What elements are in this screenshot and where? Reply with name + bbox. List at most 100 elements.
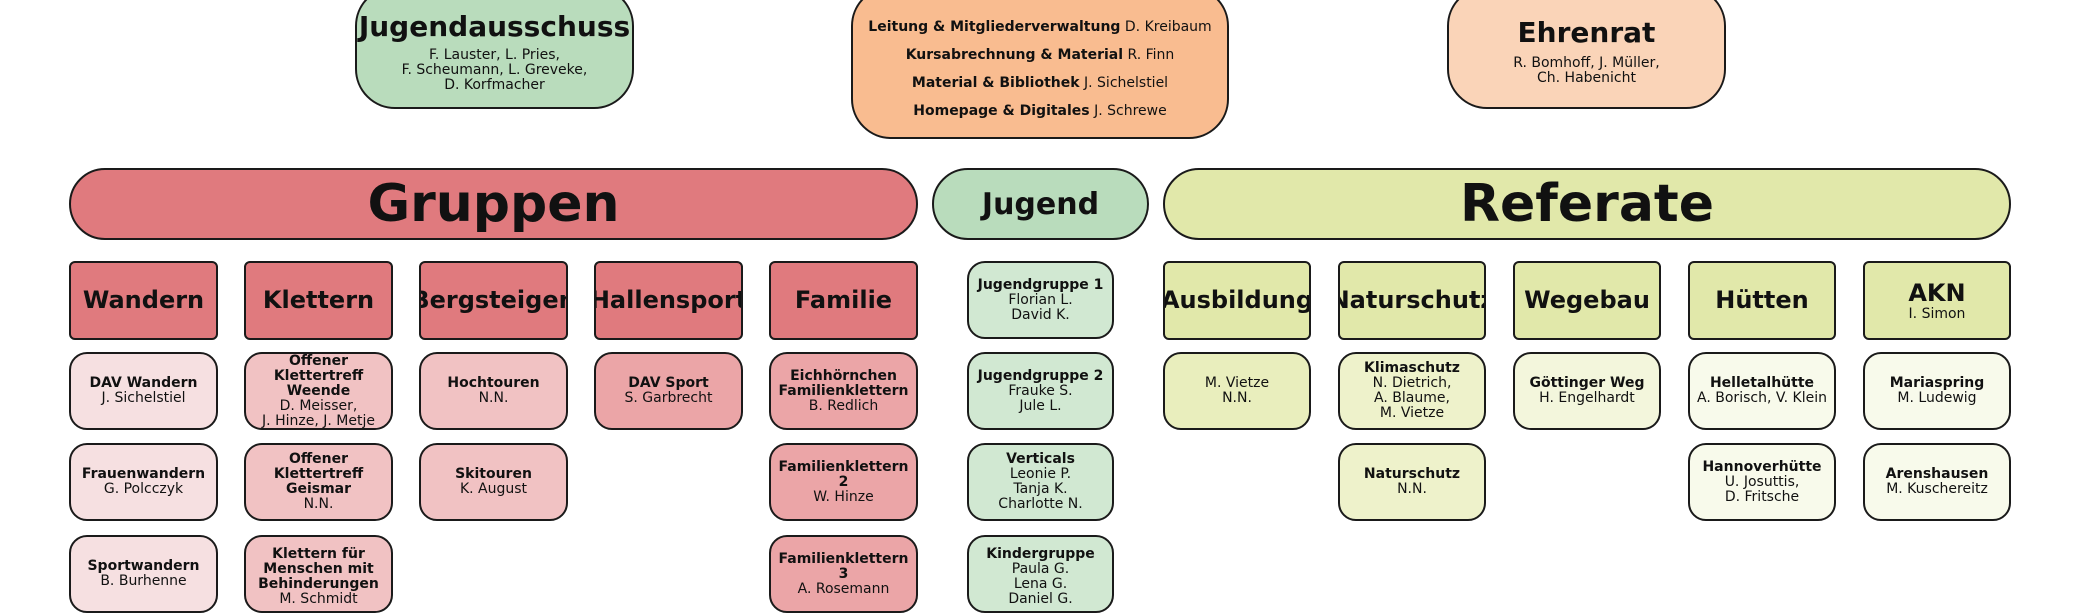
category-title: Klettern: [262, 286, 375, 314]
group-card: DAV Sport S. Garbrecht: [594, 352, 743, 430]
referat-card-line: N.N.: [1222, 390, 1252, 406]
leitung-row-person: D. Kreibaum: [1124, 18, 1212, 35]
category-tile-huetten: Hütten: [1688, 261, 1836, 340]
group-card: Klettern für Menschen mit Behinderungen …: [244, 535, 393, 613]
referat-card-title: Hannoverhütte: [1702, 458, 1822, 475]
referate-banner-title: Referate: [1459, 174, 1715, 234]
group-card-title: Klettern für Menschen mit Behinderungen: [258, 546, 379, 592]
category-tile-familie: Familie: [769, 261, 918, 340]
jugendausschuss-line: D. Korfmacher: [444, 77, 545, 93]
leitung-row: Leitung & Mitgliederverwaltung D. Kreiba…: [868, 19, 1211, 35]
group-card: Familienklettern 2 W. Hinze: [769, 443, 918, 521]
jugend-card-line: Lena G.: [1013, 576, 1068, 592]
leitung-row-label: Kursabrechnung & Material: [905, 46, 1124, 63]
group-card: Familienklettern 3 A. Rosemann: [769, 535, 918, 613]
referat-card-title: Mariaspring: [1889, 375, 1985, 391]
referat-card-line: H. Engelhardt: [1539, 390, 1635, 406]
jugend-card-line: Paula G.: [1011, 561, 1070, 577]
gruppen-banner: Gruppen: [69, 168, 918, 240]
group-card: Skitouren K. August: [419, 443, 568, 521]
jugend-card-line: Frauke S.: [1008, 382, 1073, 399]
jugendausschuss-line: F. Lauster, L. Pries,: [429, 47, 560, 63]
group-card-title: Familienklettern 2: [778, 458, 909, 490]
jugend-card-title: Verticals: [1006, 451, 1075, 467]
group-card-line: D. Meisser,: [279, 397, 358, 414]
group-card-line: S. Garbrecht: [624, 390, 713, 406]
category-tile-bergsteigen: Bergsteigen: [419, 261, 568, 340]
group-card-title: Sportwandern: [87, 558, 200, 574]
leitung-row-person: J. Schrewe: [1094, 102, 1167, 119]
leitung-row: Material & Bibliothek J. Sichelstiel: [912, 75, 1168, 91]
ehrenrat-box: Ehrenrat R. Bomhoff, J. Müller, Ch. Habe…: [1447, 0, 1726, 109]
ehrenrat-line: Ch. Habenicht: [1537, 69, 1636, 86]
group-card-line: K. August: [459, 481, 528, 497]
referat-card: Helletalhütte A. Borisch, V. Klein: [1688, 352, 1836, 430]
jugend-card-line: Jule L.: [1019, 397, 1062, 414]
group-card-line: N.N.: [478, 390, 509, 406]
group-card-line: J. Hinze, J. Metje: [262, 412, 375, 429]
group-card-line: B. Burhenne: [100, 573, 187, 589]
jugendausschuss-title: Jugendausschuss: [358, 10, 631, 43]
group-card-title: DAV Wandern: [89, 375, 198, 391]
jugendausschuss-line: F. Scheumann, L. Greveke,: [401, 62, 588, 78]
jugend-card-line: Florian L.: [1008, 291, 1073, 308]
jugendausschuss-box: Jugendausschuss F. Lauster, L. Pries, F.…: [355, 0, 634, 109]
group-card: Offener Klettertreff Weende D. Meisser, …: [244, 352, 393, 430]
referat-card: Naturschutz N.N.: [1338, 443, 1486, 521]
category-tile-akn: AKN I. Simon: [1863, 261, 2011, 340]
referat-card-title: Göttinger Weg: [1529, 375, 1645, 391]
group-card-line: B. Redlich: [808, 397, 879, 414]
category-tile-wandern: Wandern: [69, 261, 218, 340]
gruppen-banner-title: Gruppen: [367, 174, 620, 234]
group-card: Sportwandern B. Burhenne: [69, 535, 218, 613]
leitung-row-label: Homepage & Digitales: [913, 102, 1090, 119]
group-card: Hochtouren N.N.: [419, 352, 568, 430]
jugend-card: Kindergruppe Paula G. Lena G. Daniel G.: [967, 535, 1114, 613]
group-card-title: Skitouren: [455, 466, 532, 482]
referat-card-line: D. Fritsche: [1724, 488, 1800, 505]
group-card-title: Hochtouren: [447, 375, 540, 391]
referat-card: Göttinger Weg H. Engelhardt: [1513, 352, 1661, 430]
group-card: Offener Klettertreff Geismar N.N.: [244, 443, 393, 521]
group-card: Frauenwandern G. Polcczyk: [69, 443, 218, 521]
referat-card: Mariaspring M. Ludewig: [1863, 352, 2011, 430]
ehrenrat-line: R. Bomhoff, J. Müller,: [1513, 54, 1660, 71]
group-card-title: Offener Klettertreff Geismar: [273, 451, 364, 497]
group-card-title: DAV Sport: [628, 375, 709, 391]
leitung-box: Leitung & Mitgliederverwaltung D. Kreiba…: [851, 0, 1229, 139]
referat-card: M. Vietze N.N.: [1163, 352, 1311, 430]
category-title: Familie: [794, 286, 893, 314]
group-card-title: Familienklettern 3: [778, 550, 909, 582]
jugend-card: Jugendgruppe 1 Florian L. David K.: [967, 261, 1114, 339]
referat-card-title: Naturschutz: [1363, 466, 1461, 482]
referat-card: Hannoverhütte U. Josuttis, D. Fritsche: [1688, 443, 1836, 521]
group-card-line: W. Hinze: [813, 488, 874, 505]
jugend-card-line: David K.: [1011, 306, 1070, 323]
jugend-banner-title: Jugend: [981, 186, 1100, 222]
referat-card-title: Klimaschutz: [1364, 360, 1460, 376]
group-card-title: Offener Klettertreff Weende: [273, 352, 364, 399]
category-title: AKN: [1908, 278, 1966, 307]
group-card-line: G. Polcczyk: [103, 481, 184, 497]
group-card-title: Eichhörnchen Familienklettern: [778, 367, 909, 399]
jugend-banner: Jugend: [932, 168, 1149, 240]
referat-card-title: Arenshausen: [1885, 466, 1989, 482]
jugend-card: Jugendgruppe 2 Frauke S. Jule L.: [967, 352, 1114, 430]
jugend-card-line: Tanja K.: [1013, 481, 1068, 497]
referat-card-line: M. Ludewig: [1897, 390, 1977, 406]
category-title: Wegebau: [1524, 286, 1650, 314]
jugend-card-line: Charlotte N.: [998, 496, 1083, 512]
referat-card-line: M. Kuschereitz: [1886, 481, 1988, 497]
referat-card-line: U. Josuttis,: [1724, 473, 1800, 490]
leitung-row-label: Material & Bibliothek: [911, 74, 1080, 91]
group-card: Eichhörnchen Familienklettern B. Redlich: [769, 352, 918, 430]
category-tile-klettern: Klettern: [244, 261, 393, 340]
leitung-row-person: R. Finn: [1127, 46, 1175, 63]
category-tile-ausbildung: Ausbildung: [1163, 261, 1311, 340]
category-tile-naturschutz: Naturschutz: [1338, 261, 1486, 340]
category-title: Wandern: [82, 286, 205, 314]
group-card-title: Frauenwandern: [81, 466, 206, 482]
referat-card-title: Helletalhütte: [1709, 375, 1815, 391]
referate-banner: Referate: [1163, 168, 2011, 240]
leitung-row: Kursabrechnung & Material R. Finn: [906, 47, 1175, 63]
